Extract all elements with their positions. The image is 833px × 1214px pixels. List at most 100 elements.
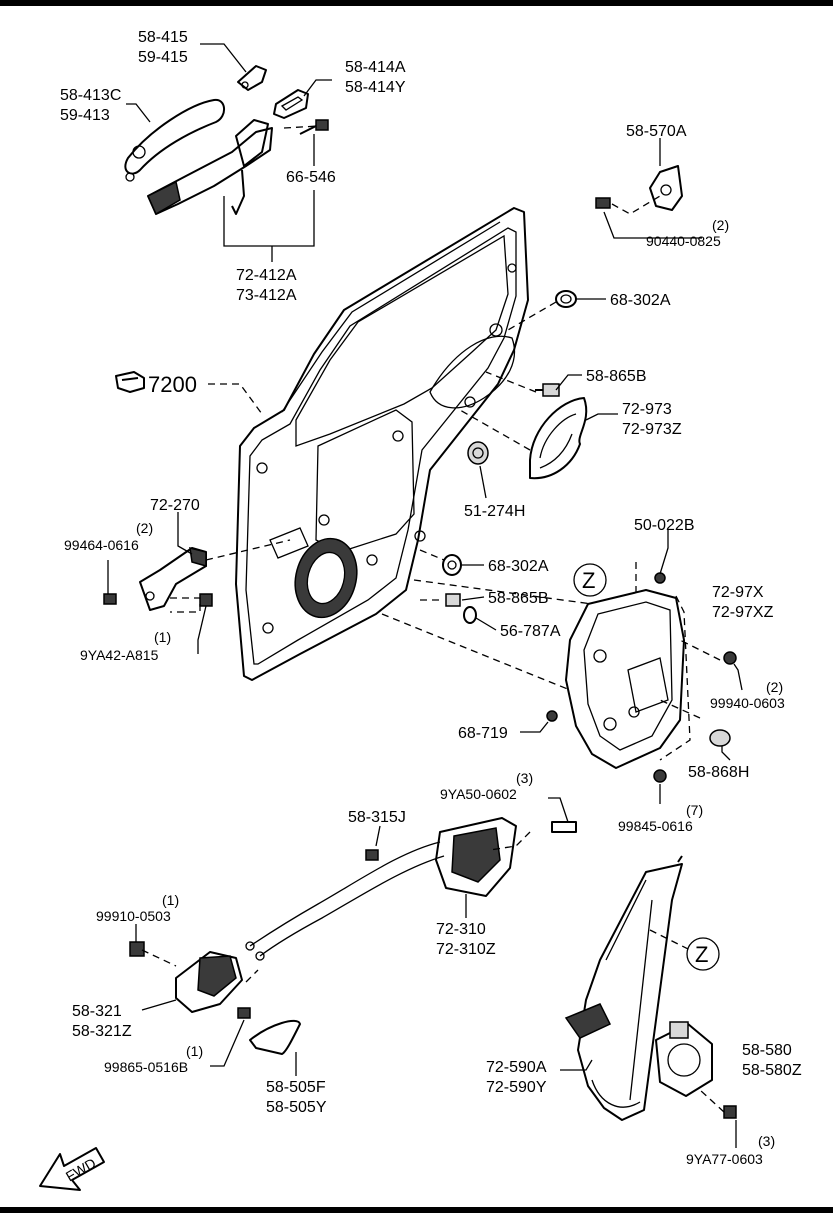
plug-56-787A-part[interactable]	[463, 606, 477, 624]
screw-66-546-part[interactable]	[299, 119, 329, 135]
callout-99940-0603[interactable]: (2) 99940-0603	[710, 679, 785, 711]
callout-50-022B[interactable]: 50-022B	[634, 517, 695, 534]
callout-72-973[interactable]: 72-973 72-973Z	[622, 401, 682, 438]
svg-text:99865-0516B: 99865-0516B	[104, 1059, 188, 1075]
svg-text:(2): (2)	[766, 679, 783, 695]
hinge-58-570A-part[interactable]	[595, 165, 683, 215]
svg-text:68-302A: 68-302A	[488, 558, 549, 575]
callout-58-415[interactable]: 58-415 59-415	[138, 29, 188, 66]
inner-handle-part[interactable]	[129, 941, 251, 1019]
door-checker-part[interactable]	[103, 547, 213, 611]
grommet-68-302A-mid-part[interactable]	[442, 554, 462, 576]
zone-marker-bottom: Z	[686, 937, 720, 971]
callout-56-787A[interactable]: 56-787A	[500, 623, 561, 640]
bezel-58-505F-part[interactable]	[249, 1019, 301, 1055]
svg-text:(3): (3)	[516, 770, 533, 786]
callout-68-719[interactable]: 68-719	[458, 725, 508, 742]
zone-marker-top: Z	[573, 563, 607, 597]
callout-99910-0503[interactable]: (1) 99910-0503	[96, 892, 179, 924]
svg-text:72-270: 72-270	[150, 497, 200, 514]
svg-text:72-310: 72-310	[436, 921, 486, 938]
callout-72-310[interactable]: 72-310 72-310Z	[436, 921, 496, 958]
callout-66-546[interactable]: 66-546	[286, 169, 336, 186]
callout-58-865B-top[interactable]: 58-865B	[586, 368, 647, 385]
callout-68-302A-top[interactable]: 68-302A	[610, 292, 671, 309]
leader-lines	[107, 43, 743, 1148]
svg-text:66-546: 66-546	[286, 169, 336, 186]
outer-handle-part[interactable]	[124, 98, 225, 182]
callout-72-97X[interactable]: 72-97X 72-97XZ	[712, 584, 774, 621]
svg-text:9YA50-0602: 9YA50-0602	[440, 786, 517, 802]
svg-text:58-580Z: 58-580Z	[742, 1062, 802, 1079]
clip-58-865B-top-part[interactable]	[535, 383, 560, 397]
forward-direction-icon: FWD	[39, 1147, 105, 1191]
callout-58-868H[interactable]: 58-868H	[688, 764, 749, 781]
svg-text:51-274H: 51-274H	[464, 503, 525, 520]
svg-text:58-580: 58-580	[742, 1042, 792, 1059]
door-module-panel-part[interactable]	[546, 572, 737, 783]
svg-text:90440-0825: 90440-0825	[646, 233, 721, 249]
callout-90440-0825[interactable]: (2) 90440-0825	[646, 217, 729, 249]
assembly-dashed-lines	[141, 125, 725, 1113]
svg-text:58-505F: 58-505F	[266, 1079, 326, 1096]
door-latch-part[interactable]	[435, 817, 577, 897]
callout-58-413C[interactable]: 58-413C 59-413	[60, 87, 121, 124]
svg-text:9YA42-A815: 9YA42-A815	[80, 647, 159, 663]
handle-cap-part[interactable]	[237, 65, 267, 91]
svg-text:(3): (3)	[758, 1133, 775, 1149]
svg-text:58-413C: 58-413C	[60, 87, 121, 104]
svg-text:58-865B: 58-865B	[488, 590, 549, 607]
callout-99845-0616[interactable]: (7) 99845-0616	[618, 802, 703, 834]
callout-68-302A-mid[interactable]: 68-302A	[488, 558, 549, 575]
handle-gasket-part[interactable]	[273, 89, 309, 119]
grommet-68-302A-top-part[interactable]	[555, 290, 577, 308]
callout-58-315J[interactable]: 58-315J	[348, 809, 406, 826]
svg-text:Z: Z	[695, 942, 708, 967]
fwd-label: FWD	[63, 1155, 99, 1185]
callout-9YA77-0603[interactable]: (3) 9YA77-0603	[686, 1133, 775, 1167]
callout-72-412A[interactable]: 72-412A 73-412A	[236, 267, 297, 304]
callout-58-414A[interactable]: 58-414A 58-414Y	[345, 59, 406, 96]
callout-58-570A[interactable]: 58-570A	[626, 123, 687, 140]
svg-text:99464-0616: 99464-0616	[64, 537, 139, 553]
grommet-51-274H-part[interactable]	[467, 441, 489, 465]
callout-99865-0516B[interactable]: (1) 99865-0516B	[104, 1043, 203, 1075]
svg-text:58-570A: 58-570A	[626, 123, 687, 140]
svg-text:58-865B: 58-865B	[586, 368, 647, 385]
svg-text:72-590Y: 72-590Y	[486, 1079, 547, 1096]
svg-text:(1): (1)	[186, 1043, 203, 1059]
svg-text:99910-0503: 99910-0503	[96, 908, 171, 924]
svg-text:50-022B: 50-022B	[634, 517, 695, 534]
callout-72-590A[interactable]: 72-590A 72-590Y	[486, 1059, 547, 1096]
svg-text:72-412A: 72-412A	[236, 267, 297, 284]
svg-text:58-414Y: 58-414Y	[345, 79, 406, 96]
svg-text:59-413: 59-413	[60, 107, 110, 124]
clip-58-865B-mid-part[interactable]	[445, 593, 461, 607]
svg-text:72-973Z: 72-973Z	[622, 421, 682, 438]
callout-99464-0616[interactable]: (2) 99464-0616	[64, 520, 153, 553]
callout-9YA50-0602[interactable]: (3) 9YA50-0602	[440, 770, 533, 802]
callout-9YA42-A815[interactable]: (1) 9YA42-A815	[80, 629, 171, 663]
callout-58-580[interactable]: 58-580 58-580Z	[742, 1042, 802, 1079]
svg-text:59-415: 59-415	[138, 49, 188, 66]
svg-text:Z: Z	[582, 568, 595, 593]
svg-text:73-412A: 73-412A	[236, 287, 297, 304]
callout-51-274H[interactable]: 51-274H	[464, 503, 525, 520]
callout-58-865B-mid[interactable]: 58-865B	[488, 590, 549, 607]
svg-text:68-719: 68-719	[458, 725, 508, 742]
door-inner-panel-part[interactable]	[235, 207, 529, 681]
lock-cables-part[interactable]	[245, 841, 445, 961]
svg-text:9YA77-0603: 9YA77-0603	[686, 1151, 763, 1167]
regulator-motor-part[interactable]	[655, 1021, 737, 1119]
svg-text:99940-0603: 99940-0603	[710, 695, 785, 711]
svg-text:58-321: 58-321	[72, 1003, 122, 1020]
callout-58-505F[interactable]: 58-505F 58-505Y	[266, 1079, 327, 1116]
speaker-cover-part[interactable]	[529, 397, 588, 480]
svg-text:(1): (1)	[154, 629, 171, 645]
svg-text:58-414A: 58-414A	[345, 59, 406, 76]
callout-72-270[interactable]: 72-270	[150, 497, 200, 514]
handle-bracket-part[interactable]	[147, 119, 273, 216]
window-regulator-part[interactable]	[564, 855, 683, 1121]
top-border	[0, 0, 833, 6]
callout-58-321[interactable]: 58-321 58-321Z	[72, 1003, 132, 1040]
